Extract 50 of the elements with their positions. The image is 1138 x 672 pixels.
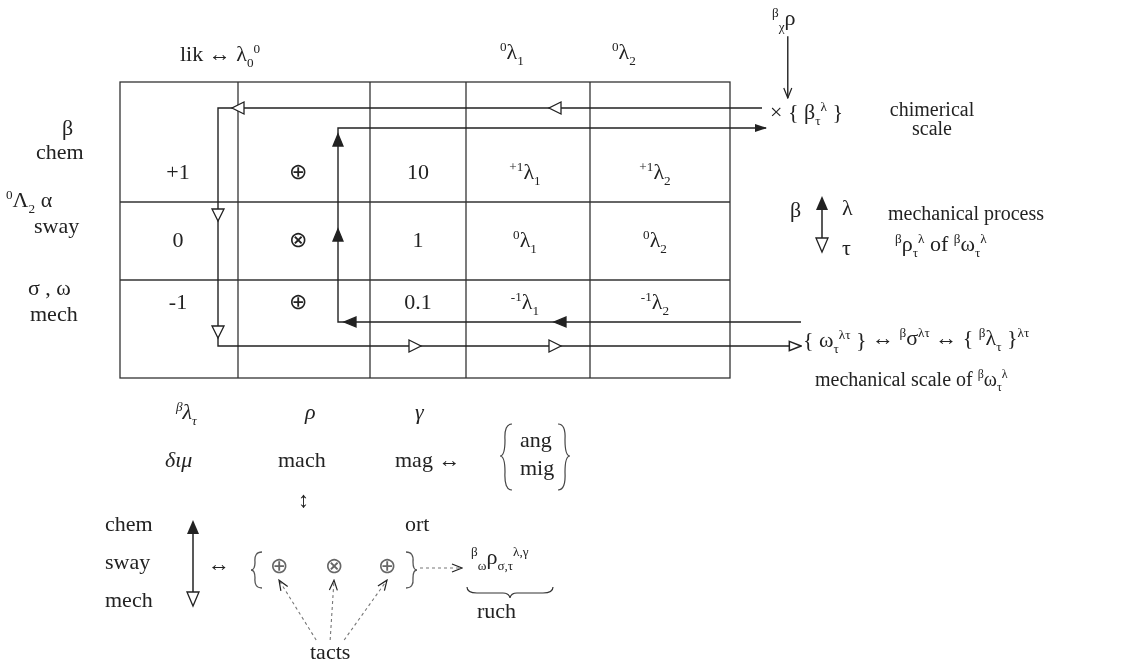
row-label: β bbox=[62, 116, 74, 141]
table-entry: $^{0}$λ$_{1}$ bbox=[513, 228, 537, 257]
symbol-label: τ bbox=[842, 236, 851, 261]
formula-label: { ω$_{τ}$$^{λτ}$ } bbox=[803, 328, 867, 357]
operator-symbol: ⊕ bbox=[289, 290, 307, 315]
operator-symbol: ⊕ bbox=[289, 160, 307, 185]
term-label: chem bbox=[105, 512, 153, 537]
operator-symbol: ⊕ bbox=[270, 554, 288, 579]
table-value: 1 bbox=[412, 228, 424, 253]
scale-note: chimerical scale bbox=[888, 100, 976, 138]
term-label: ang bbox=[520, 428, 552, 453]
formula-label: ↔ $^{β}$σ$^{λτ}$ ↔ { $^{β}$λ$_{τ}$ }$^{λτ}$ bbox=[872, 326, 1030, 355]
table-entry: $^{+1}$λ$_{1}$ bbox=[509, 160, 541, 189]
table-entry: $^{0}$λ$_{2}$ bbox=[643, 228, 667, 257]
row-label: sway bbox=[34, 214, 80, 239]
term-label: mig bbox=[520, 456, 555, 481]
symbol-label: ρ bbox=[305, 400, 316, 425]
table-value: 0.1 bbox=[404, 290, 432, 315]
row-label: chem bbox=[36, 140, 84, 165]
term-label: sway bbox=[105, 550, 151, 575]
caption-label: ruch bbox=[477, 599, 517, 624]
formula-label: × { β$_{τ}$$^{λ}$ } bbox=[770, 100, 843, 129]
term-label: mag ↔ bbox=[395, 448, 461, 473]
operator-symbol: ⊗ bbox=[325, 554, 343, 579]
term-label: mach bbox=[278, 448, 326, 473]
row-label: $^{0}$Λ$_{2}$ α bbox=[6, 188, 53, 217]
table-value: 10 bbox=[407, 160, 429, 185]
process-note: mechanical process bbox=[888, 202, 1045, 224]
symbol-label: β bbox=[790, 198, 802, 223]
table-entry: $^{-1}$λ$_{2}$ bbox=[640, 290, 670, 319]
row-label: mech bbox=[30, 302, 78, 327]
symbol-label: λ bbox=[842, 196, 853, 221]
table-value: 0 bbox=[172, 228, 184, 253]
row-label: σ , ω bbox=[28, 276, 71, 301]
term-label: ort bbox=[405, 512, 430, 537]
symbol-label: $^{β}$λ$_{τ}$ bbox=[176, 400, 197, 429]
table-entry: $^{+1}$λ$_{2}$ bbox=[639, 160, 671, 189]
table-value: -1 bbox=[168, 290, 188, 315]
table-entry: $^{-1}$λ$_{1}$ bbox=[510, 290, 540, 319]
column-header: $^{0}$λ$_{2}$ bbox=[612, 40, 636, 69]
operator-symbol: ⊗ bbox=[289, 228, 307, 253]
term-label: διμ bbox=[165, 448, 193, 473]
caption-label: tacts bbox=[310, 640, 351, 665]
double-arrow-symbol: ↕ bbox=[298, 488, 309, 513]
table-value: +1 bbox=[166, 160, 190, 185]
operator-symbol: ⊕ bbox=[378, 554, 396, 579]
column-header: $^{0}$λ$_{1}$ bbox=[500, 40, 524, 69]
symbol-label: γ bbox=[415, 400, 424, 425]
term-label: mech bbox=[105, 588, 153, 613]
double-arrow-symbol: ↔ bbox=[208, 552, 230, 577]
